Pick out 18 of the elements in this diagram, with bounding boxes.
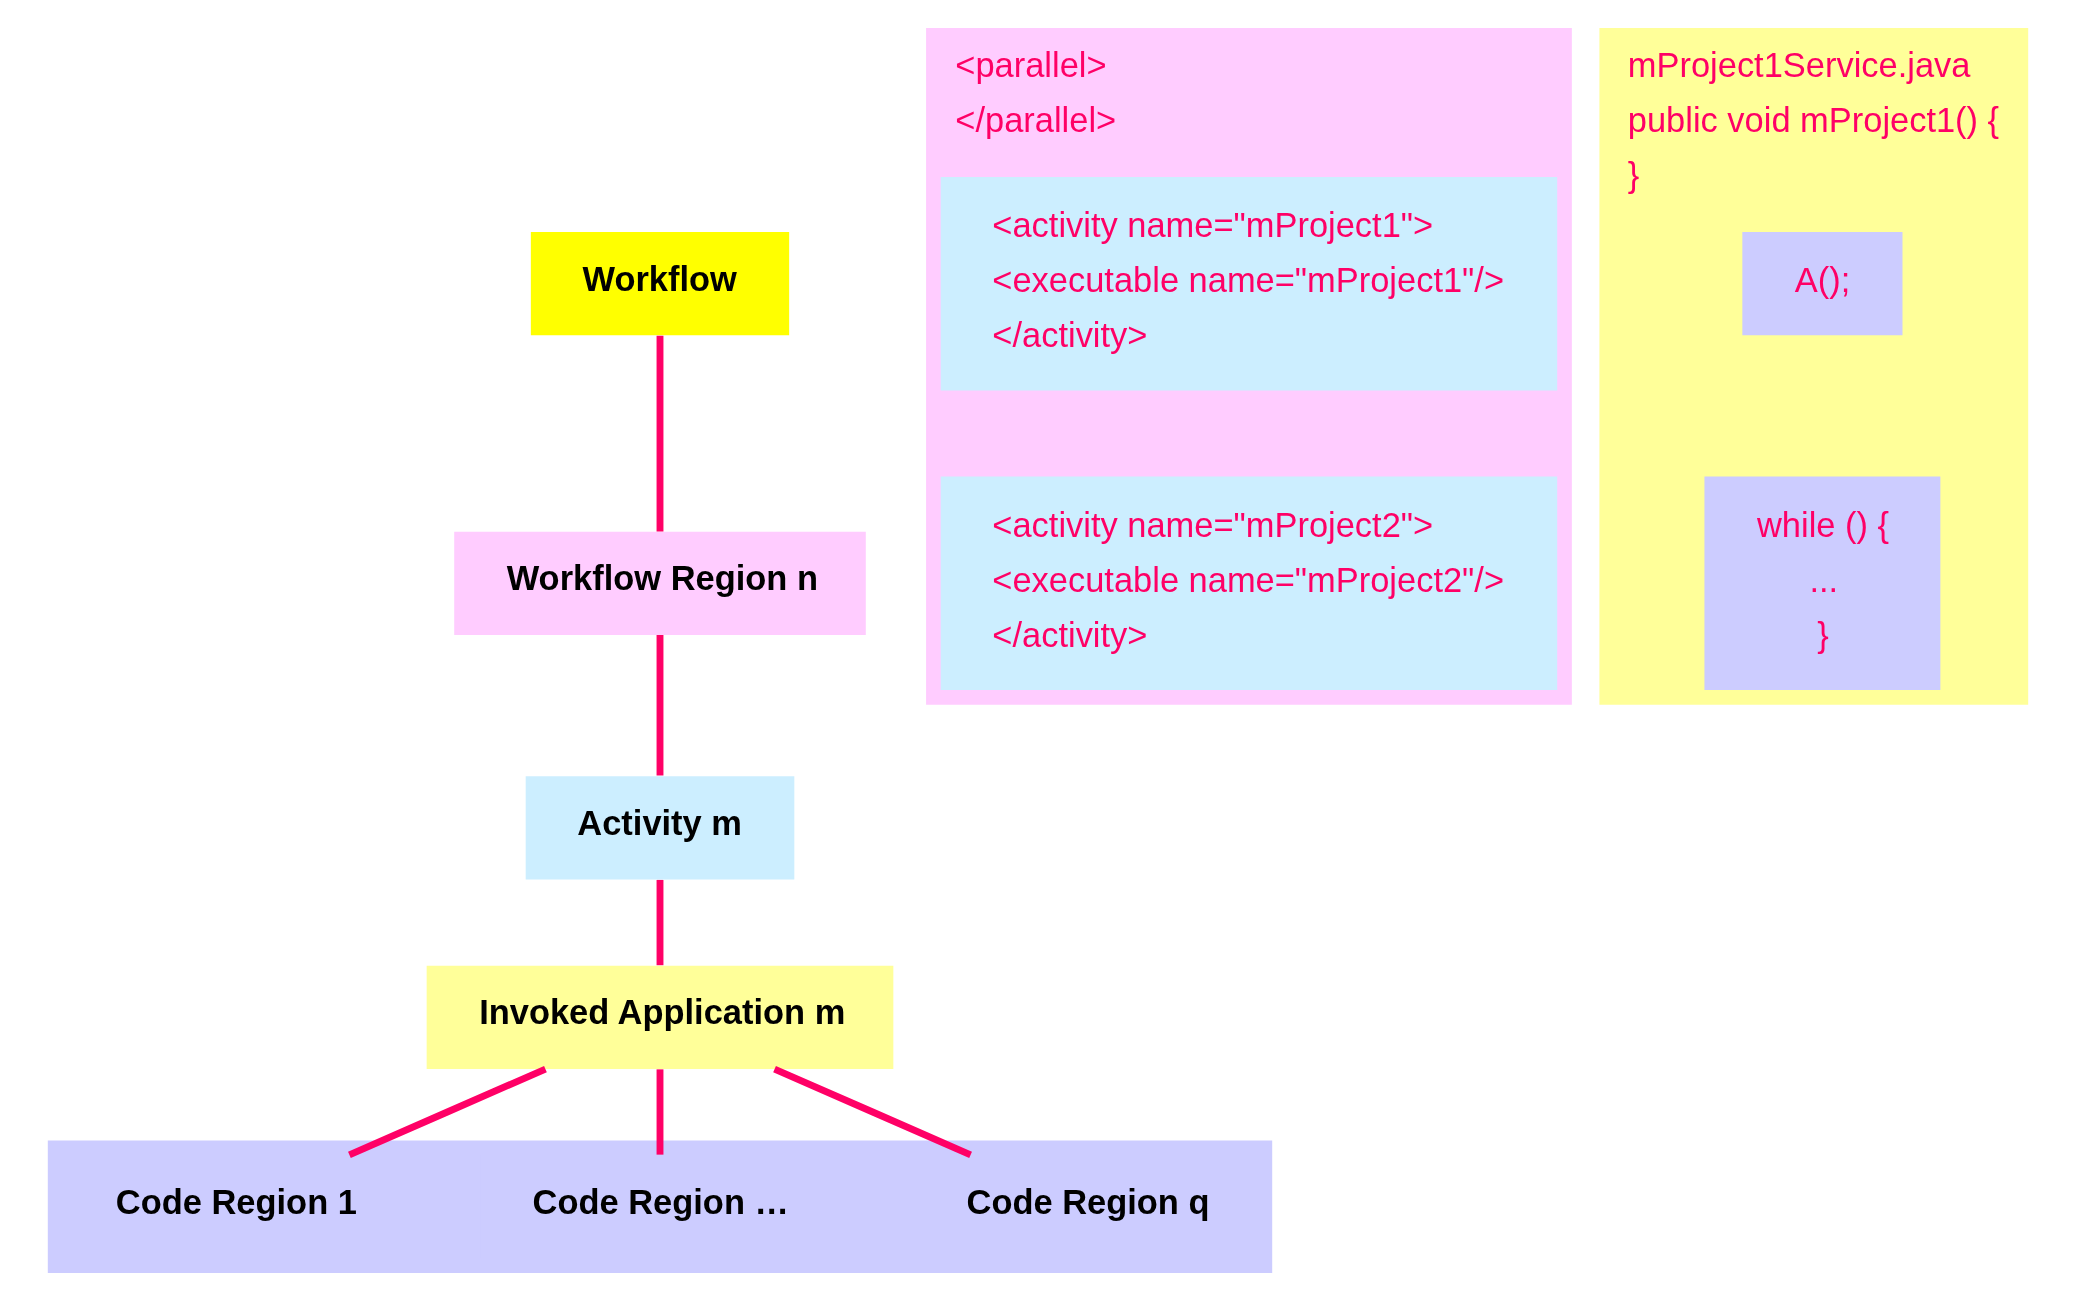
node-text: Code Region … [532, 1182, 789, 1221]
node-box: while () { ... } [1704, 476, 1941, 691]
connector [656, 335, 664, 532]
node-box: A(); [1742, 232, 1903, 336]
node-box: Invoked Application m [426, 965, 894, 1069]
node-box: Workflow [530, 232, 790, 336]
connector [348, 1065, 547, 1158]
cluster [47, 1140, 1273, 1274]
connector [656, 879, 664, 966]
node-text: Code Region q [966, 1182, 1210, 1221]
node-box: <activity name="mProject1"> <executable name="mProject1"/> </activity> [940, 176, 1558, 391]
connector [656, 1069, 664, 1155]
node-box: Activity m [525, 776, 795, 880]
connector [656, 635, 664, 776]
node-text: Code Region 1 [115, 1182, 357, 1221]
node-box: <activity name="mProject2"> <executable name="mProject2"/> </activity> [940, 476, 1558, 691]
node-box: Workflow Region n [454, 531, 866, 635]
connector [773, 1065, 972, 1158]
